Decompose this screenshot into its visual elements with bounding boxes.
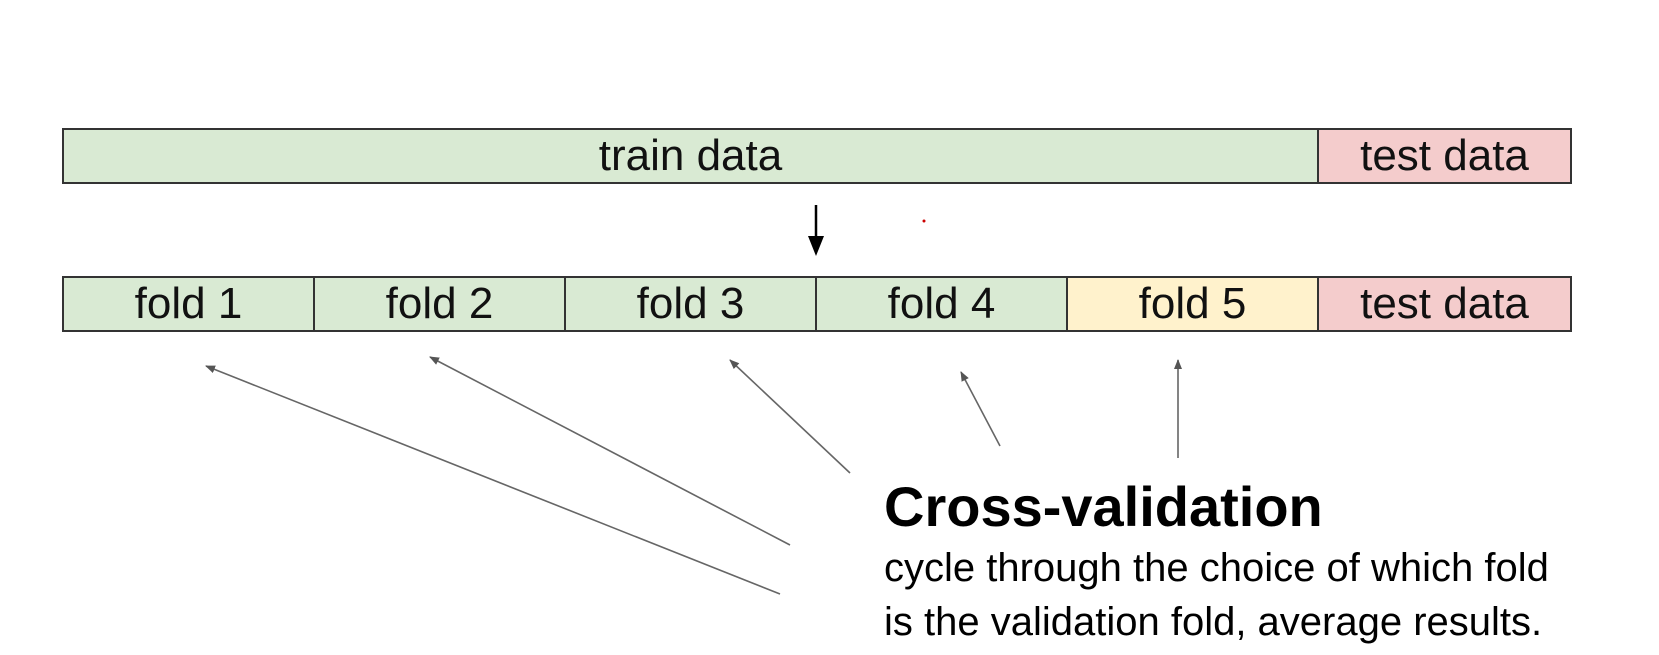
test-data-block-top: test data (1317, 128, 1572, 184)
test-data-label-top: test data (1360, 131, 1529, 180)
annotation-arrow-fold-1 (205, 365, 781, 595)
annotation-arrow-fold-2 (429, 356, 791, 546)
fold-3-label: fold 3 (636, 279, 745, 328)
fold-4-block: fold 4 (815, 276, 1068, 332)
train-data-label: train data (598, 131, 783, 180)
fold-1-label: fold 1 (134, 279, 243, 328)
cross-validation-description-line-1: cycle through the choice of which fold (884, 546, 1549, 590)
fold-5-validation-block: fold 5 (1066, 276, 1319, 332)
train-data-block: train data (62, 128, 1319, 184)
test-data-block-bottom: test data (1317, 276, 1572, 332)
fold-2-block: fold 2 (313, 276, 566, 332)
fold-4-label: fold 4 (887, 279, 996, 328)
annotation-arrow-fold-4 (960, 371, 1001, 447)
annotation-arrow-fold-3 (729, 359, 851, 474)
cross-validation-description-line-2: is the validation fold, average results. (884, 600, 1543, 644)
red-dot-mark (922, 219, 926, 223)
fold-5-label: fold 5 (1138, 279, 1247, 328)
cross-validation-title: Cross-validation (884, 475, 1323, 538)
fold-1-block: fold 1 (62, 276, 315, 332)
split-arrow (808, 205, 824, 256)
fold-2-label: fold 2 (385, 279, 494, 328)
test-data-label-bottom: test data (1360, 279, 1529, 328)
fold-3-block: fold 3 (564, 276, 817, 332)
